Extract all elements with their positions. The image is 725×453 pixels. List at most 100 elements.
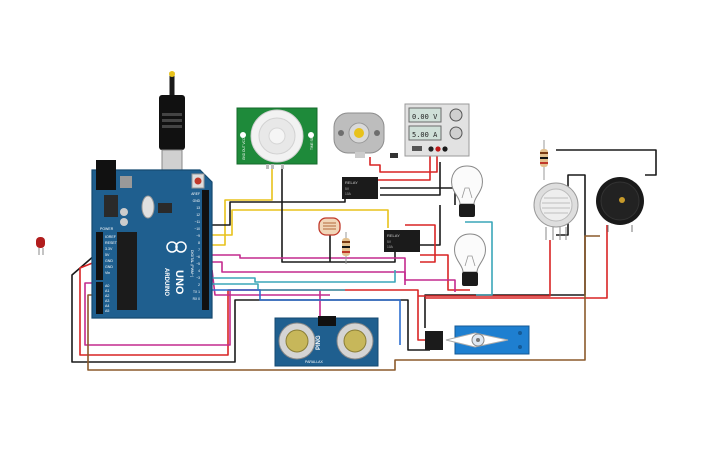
header-left-labels: IOREF RESET 3.3V 5V GND GND Vin (105, 235, 118, 275)
ultrasonic-transducer-right-icon (336, 322, 374, 360)
arduino-logo-icon (166, 241, 187, 253)
wire-magenta-2[interactable] (212, 261, 406, 285)
led[interactable] (36, 237, 45, 255)
svg-text:A3: A3 (105, 299, 109, 303)
svg-text:Vin: Vin (105, 271, 110, 275)
resistor-2[interactable] (540, 140, 548, 180)
relay-1-line1: 5V (345, 187, 350, 191)
wire-black-relay-bus[interactable] (380, 162, 441, 196)
relay-2-line2: 10A (387, 245, 394, 249)
svg-text:~11: ~11 (195, 220, 201, 224)
gas-sensor[interactable] (533, 182, 579, 240)
svg-text:2: 2 (198, 283, 200, 287)
servo-icon (445, 332, 509, 348)
wire-red-bulb2[interactable] (420, 254, 470, 291)
svg-text:RESET: RESET (105, 241, 118, 245)
ultrasonic-transducer-left-icon (278, 322, 316, 360)
digital-label: DIGITAL (PWM~) (190, 250, 194, 277)
wire-yellow-pir[interactable] (212, 165, 273, 246)
voltage-readout: 0.00 V (412, 113, 438, 121)
wire-black-bulb[interactable] (380, 187, 456, 205)
wire-cyan-1[interactable] (212, 270, 396, 283)
buzzer[interactable] (596, 177, 644, 232)
svg-text:4: 4 (198, 269, 200, 273)
led-icon (36, 237, 45, 248)
svg-text:8: 8 (198, 241, 200, 245)
wire-magenta-1[interactable] (212, 254, 456, 292)
photoresistor-icon (323, 222, 336, 230)
wire-red-relay2[interactable] (405, 224, 436, 263)
wire-cyan-bulb[interactable] (465, 221, 493, 296)
light-bulb-1[interactable] (451, 165, 483, 217)
wire-blue[interactable] (212, 289, 401, 345)
svg-text:~6: ~6 (196, 255, 200, 259)
svg-text:A1: A1 (105, 289, 109, 293)
current-knob-icon[interactable] (449, 126, 463, 140)
wires (71, 149, 657, 371)
svg-text:AREF: AREF (191, 192, 200, 196)
ultrasonic-sublabel: PARALLAX (305, 360, 323, 364)
voltage-knob-icon[interactable] (449, 108, 463, 122)
servo-motor[interactable] (425, 325, 530, 355)
pir-label-left: GND OUT VCC (242, 137, 246, 160)
svg-text:GND: GND (105, 259, 113, 263)
svg-text:A5: A5 (105, 309, 109, 313)
photoresistor[interactable] (318, 217, 341, 236)
svg-text:TX 1: TX 1 (193, 290, 200, 294)
wire-black-top[interactable] (212, 195, 346, 226)
dc-motor[interactable] (333, 112, 385, 158)
arduino-uno[interactable]: POWER IOREF RESET 3.3V 5V GND GND Vin A0… (91, 71, 213, 319)
terminal-negative-icon (428, 146, 434, 152)
relay-1[interactable]: RELAY 5V 10A (342, 177, 378, 199)
svg-text:~10: ~10 (194, 227, 200, 231)
power-switch[interactable] (412, 146, 422, 151)
terminal-positive-icon (435, 146, 441, 152)
svg-text:A2: A2 (105, 294, 109, 298)
wire-red-left[interactable] (79, 261, 430, 356)
wire-red-buzzer[interactable] (425, 225, 608, 299)
svg-text:IOREF: IOREF (105, 235, 117, 239)
power-supply[interactable]: 0.00 V 5.00 A (390, 103, 470, 158)
wire-black-buzzer[interactable] (556, 149, 657, 176)
terminal-ground-icon (442, 146, 448, 152)
relay-2-line1: 5V (387, 240, 392, 244)
svg-text:13: 13 (196, 206, 200, 210)
svg-text:~3: ~3 (196, 276, 200, 280)
wire-black-mid[interactable] (281, 165, 396, 263)
relay-1-title: RELAY (345, 180, 358, 185)
resistor-1[interactable] (342, 232, 350, 264)
wire-red-relay1[interactable] (378, 150, 431, 181)
arduino-brand: ARDUINO (163, 268, 169, 296)
svg-text:A4: A4 (105, 304, 109, 308)
relay-1-line2: 10A (345, 192, 352, 196)
header-digital-labels: AREF GND 13 12 ~11 ~10 ~9 8 7 ~6 ~5 4 ~3… (191, 192, 200, 301)
pir-sensor[interactable]: GND OUT VCC TIME SENS (236, 107, 318, 169)
light-bulb-2[interactable] (454, 233, 486, 286)
wire-yellow-relay[interactable] (212, 209, 389, 236)
svg-text:5V: 5V (105, 253, 110, 257)
light-bulb-icon (451, 165, 483, 205)
svg-text:~5: ~5 (196, 262, 200, 266)
relay-2[interactable]: RELAY 5V 10A (384, 230, 420, 252)
pir-sensor-icon (250, 109, 304, 163)
buzzer-icon (596, 177, 644, 225)
wire-red-ps[interactable] (369, 150, 438, 173)
svg-text:A0: A0 (105, 284, 109, 288)
wire-cyan-2[interactable] (212, 283, 345, 291)
usb-cable-icon (159, 71, 185, 187)
wire-black-left[interactable] (71, 254, 430, 363)
svg-text:GND: GND (193, 199, 201, 203)
gas-sensor-icon (539, 188, 573, 222)
wire-brown[interactable] (87, 235, 600, 371)
wire-red-gas[interactable] (418, 240, 551, 297)
svg-text:7: 7 (198, 248, 200, 252)
svg-text:RX 0: RX 0 (193, 297, 200, 301)
ultrasonic-sensor[interactable]: PING PARALLAX (274, 316, 379, 367)
wire-black-gas[interactable] (424, 174, 586, 328)
pir-label-right: TIME SENS (310, 133, 314, 150)
wire-black-relay2[interactable] (420, 205, 441, 246)
svg-text:3.3V: 3.3V (105, 247, 113, 251)
dc-motor-icon (348, 122, 370, 144)
ultrasonic-label: PING (316, 335, 322, 350)
